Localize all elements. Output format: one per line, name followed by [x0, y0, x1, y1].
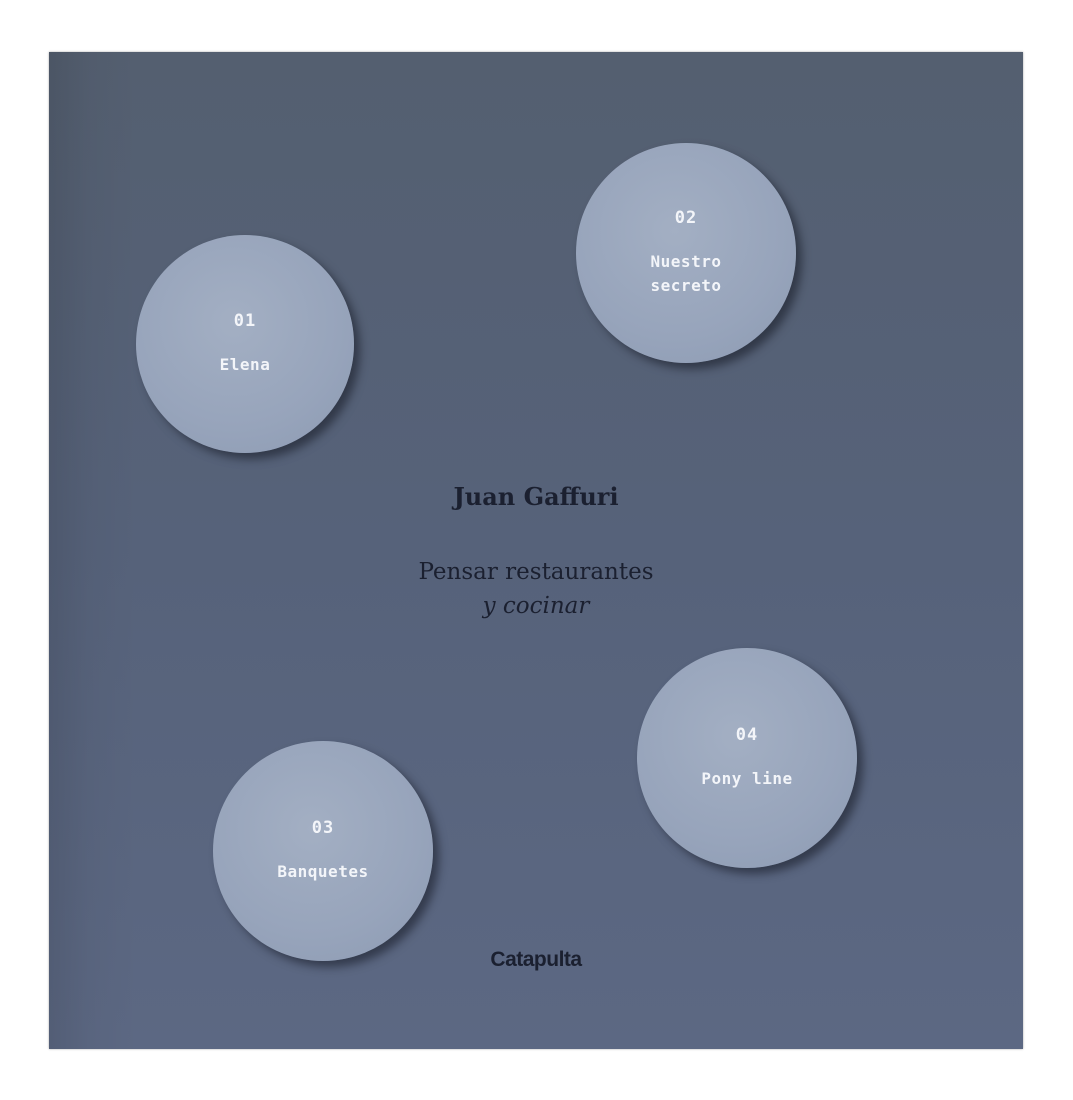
circle-number: 04 — [735, 725, 759, 745]
circle-label: Nuestro secreto — [650, 252, 722, 295]
book-title-line-1: Pensar restaurantes — [418, 559, 654, 585]
circle-number: 02 — [674, 208, 698, 228]
circle-label: Banquetes — [277, 862, 369, 881]
book-title: Pensar restaurantes y cocinar — [49, 555, 1023, 623]
circle-number: 01 — [233, 311, 257, 331]
circle-number: 03 — [311, 818, 335, 838]
circle-chapter-02: 02 Nuestro secreto — [576, 143, 796, 363]
circle-chapter-04: 04 Pony line — [637, 648, 857, 868]
circle-chapter-01: 01 Elena — [136, 235, 354, 453]
circle-label: Pony line — [701, 769, 793, 788]
publisher-logo: Catapulta — [490, 948, 582, 971]
circle-chapter-03: 03 Banquetes — [213, 741, 433, 961]
author-name: Juan Gaffuri — [453, 482, 619, 511]
circle-label: Elena — [219, 355, 271, 374]
book-title-line-2: y cocinar — [482, 593, 590, 619]
book-cover: 01 Elena 02 Nuestro secreto 03 Banquetes… — [49, 52, 1023, 1049]
